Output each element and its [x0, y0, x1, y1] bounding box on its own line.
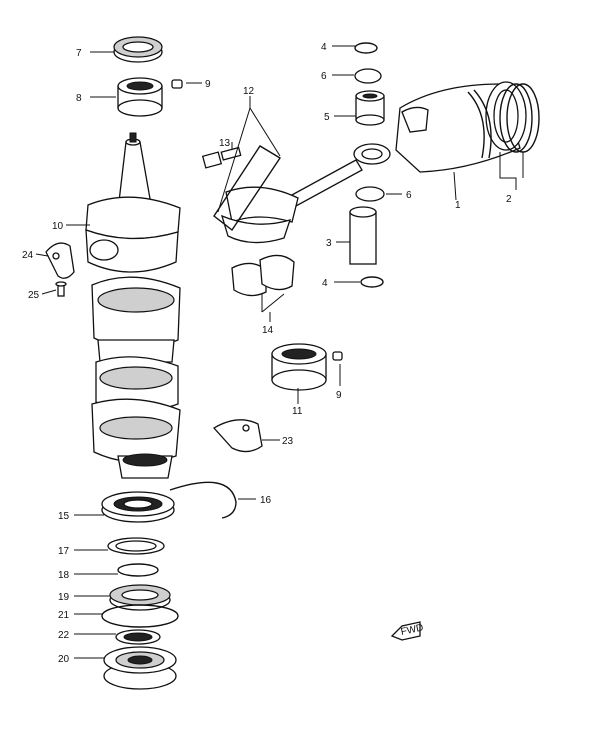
callout-4-lower: 4 — [322, 278, 328, 289]
callout-3: 3 — [326, 238, 332, 249]
dowel-pin-part-9-upper — [171, 79, 183, 89]
piston-pin-part-3 — [349, 206, 377, 265]
leader-lines — [35, 45, 524, 659]
callout-7: 7 — [76, 48, 82, 59]
callout-16: 16 — [260, 495, 272, 506]
lower-bearing-stack — [101, 491, 179, 690]
callout-18: 18 — [58, 570, 70, 581]
callout-5: 5 — [324, 112, 330, 123]
dowel-pin-part-9-lower — [332, 351, 343, 361]
bolt-part-13 — [201, 146, 242, 169]
circlip-part-4-upper — [354, 42, 378, 54]
crankshaft — [85, 132, 181, 479]
callout-12: 12 — [243, 86, 255, 97]
plate-part-24 — [45, 242, 75, 279]
callout-13: 13 — [219, 138, 231, 149]
washer-part-6-lower — [355, 186, 385, 202]
callout-4-upper: 4 — [321, 42, 327, 53]
callout-8: 8 — [76, 93, 82, 104]
needle-bearing-part-11 — [271, 343, 327, 391]
callout-6-lower: 6 — [406, 190, 412, 201]
callout-2: 2 — [506, 194, 512, 205]
callout-23: 23 — [282, 436, 294, 447]
callout-24: 24 — [22, 250, 34, 261]
connecting-rod-part-12 — [213, 143, 391, 244]
snap-ring-part-16 — [169, 481, 237, 519]
callout-25: 25 — [28, 290, 40, 301]
plate-part-23 — [212, 419, 263, 453]
piston-part-1 — [395, 81, 527, 173]
callout-11: 11 — [292, 406, 303, 417]
callout-numbers: 7 8 9 12 13 4 6 5 6 1 2 3 4 10 24 25 14 … — [22, 42, 512, 665]
callout-15: 15 — [58, 511, 70, 522]
callout-10: 10 — [52, 221, 64, 232]
callout-6-upper: 6 — [321, 71, 327, 82]
fwd-label: FWD — [400, 622, 425, 637]
bearing-cage-part-14 — [231, 254, 295, 297]
screw-part-25 — [55, 281, 67, 297]
fwd-arrow-icon: FWD — [390, 621, 425, 641]
washer-part-6-upper — [354, 68, 382, 84]
callout-1: 1 — [455, 200, 461, 211]
callout-20: 20 — [58, 654, 70, 665]
callout-17: 17 — [58, 546, 70, 557]
callout-22: 22 — [58, 630, 70, 641]
callout-9-lower: 9 — [336, 390, 342, 401]
needle-bearing-part-5 — [355, 90, 385, 126]
callout-21: 21 — [58, 610, 70, 621]
callout-14: 14 — [262, 325, 274, 336]
circlip-part-4-lower — [360, 276, 384, 288]
needle-bearing-part-8 — [117, 77, 163, 117]
oil-seal-part-7 — [113, 36, 163, 63]
callout-19: 19 — [58, 592, 70, 603]
callout-9-upper: 9 — [205, 79, 211, 90]
